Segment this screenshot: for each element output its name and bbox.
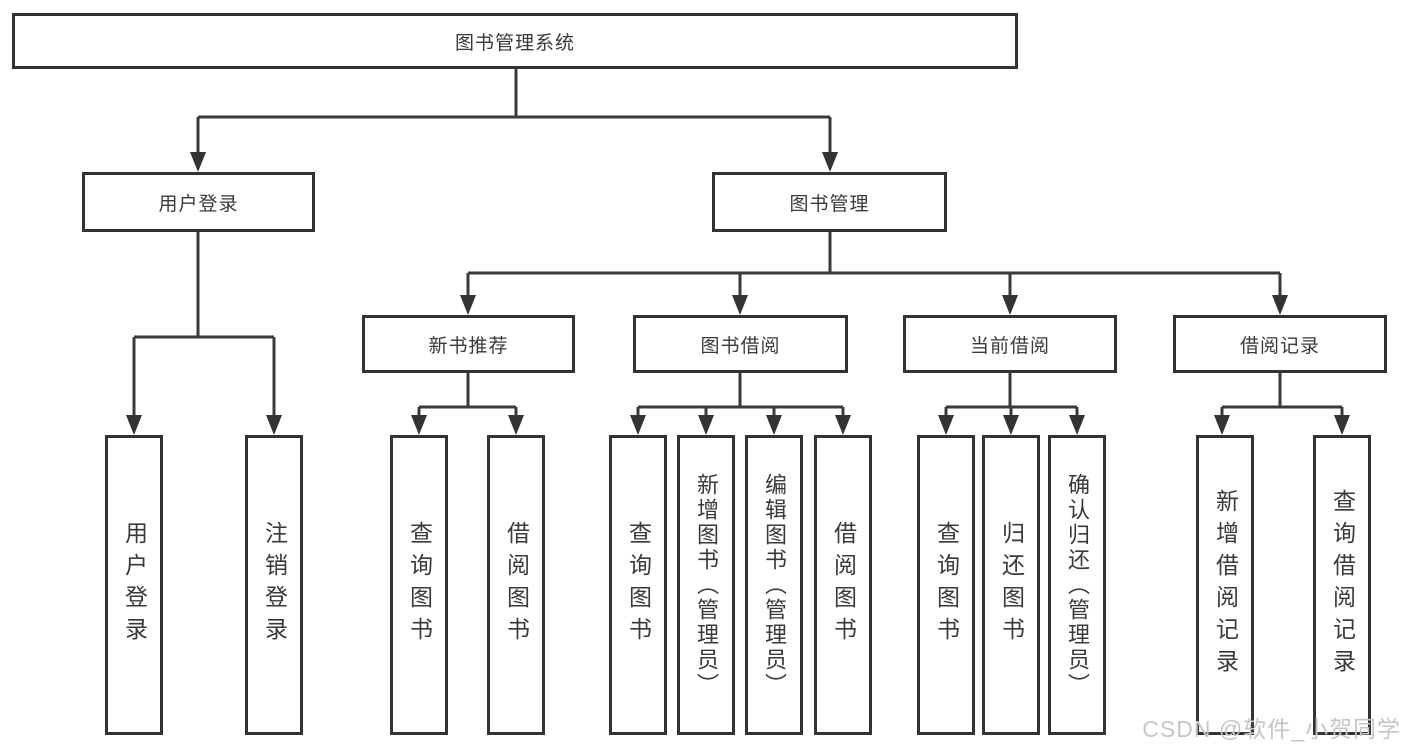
node-leaf-add-books-admin: 新增图书（管理员） <box>677 435 735 735</box>
node-leaf-query-books-current: 查询图书 <box>917 435 975 735</box>
node-leaf-logout: 注销登录 <box>245 435 303 735</box>
node-leaf-label: 归还图书 <box>998 521 1025 649</box>
watermark: CSDN @软件_小贺同学 <box>1142 716 1401 742</box>
node-leaf-label: 借阅图书 <box>830 521 857 649</box>
node-borrowing-records-label: 借阅记录 <box>1239 335 1320 357</box>
node-book-borrowing-label: 图书借阅 <box>700 335 781 357</box>
tree-edges <box>132 68 1344 417</box>
arrowhead-icon <box>1002 295 1018 315</box>
node-leaf-query-books-recommend: 查询图书 <box>390 435 448 735</box>
arrowhead-icon <box>411 415 427 435</box>
arrowhead-icon <box>766 415 782 435</box>
node-root: 图书管理系统 <box>12 13 1018 69</box>
node-leaf-label: 借阅图书 <box>503 521 530 649</box>
arrowhead-icon <box>822 152 838 172</box>
arrowhead-icon <box>835 415 851 435</box>
node-new-book-recommend: 新书推荐 <box>362 315 575 373</box>
node-book-management-label: 图书管理 <box>789 193 870 215</box>
arrowhead-icon <box>1003 415 1019 435</box>
arrowhead-icon <box>508 415 524 435</box>
arrowhead-icon <box>698 415 714 435</box>
arrowhead-icon <box>460 295 476 315</box>
node-current-borrowing: 当前借阅 <box>903 315 1117 373</box>
arrowhead-icon <box>1272 295 1288 315</box>
arrowhead-icon <box>1214 415 1230 435</box>
node-leaf-label: 用户登录 <box>121 521 148 649</box>
node-current-borrowing-label: 当前借阅 <box>969 335 1050 357</box>
node-leaf-label: 新增借阅记录 <box>1212 489 1239 681</box>
arrowhead-icon <box>266 415 282 435</box>
node-leaf-label: 查询图书 <box>933 521 960 649</box>
node-leaf-edit-books-admin: 编辑图书（管理员） <box>745 435 803 735</box>
node-leaf-borrow-books-recommend: 借阅图书 <box>487 435 545 735</box>
node-leaf-label: 查询图书 <box>625 521 652 649</box>
node-leaf-label: 查询图书 <box>406 521 433 649</box>
arrowhead-icon <box>1334 415 1350 435</box>
node-leaf-query-borrow-record: 查询借阅记录 <box>1313 435 1371 735</box>
node-book-management: 图书管理 <box>712 172 947 232</box>
arrowhead-icon <box>126 415 142 435</box>
node-leaf-label: 编辑图书（管理员） <box>762 472 787 698</box>
arrowhead-icon <box>732 295 748 315</box>
arrowhead-icon <box>630 415 646 435</box>
node-leaf-query-books-borrowing: 查询图书 <box>609 435 667 735</box>
node-user-login-label: 用户登录 <box>158 193 239 215</box>
node-leaf-confirm-return-admin: 确认归还（管理员） <box>1048 435 1106 735</box>
node-new-book-recommend-label: 新书推荐 <box>428 335 509 357</box>
node-leaf-label: 查询借阅记录 <box>1329 489 1356 681</box>
node-root-label: 图书管理系统 <box>454 32 575 54</box>
node-leaf-borrow-books-borrowing: 借阅图书 <box>814 435 872 735</box>
node-leaf-label: 确认归还（管理员） <box>1065 472 1090 698</box>
node-borrowing-records: 借阅记录 <box>1173 315 1387 373</box>
node-leaf-return-books: 归还图书 <box>982 435 1040 735</box>
arrowhead-icon <box>190 152 206 172</box>
node-book-borrowing: 图书借阅 <box>633 315 848 373</box>
arrowheads <box>126 152 1350 435</box>
arrowhead-icon <box>1069 415 1085 435</box>
node-leaf-label: 新增图书（管理员） <box>694 472 719 698</box>
node-leaf-label: 注销登录 <box>261 521 288 649</box>
node-leaf-add-borrow-record: 新增借阅记录 <box>1196 435 1254 735</box>
node-user-login: 用户登录 <box>82 172 315 232</box>
arrowhead-icon <box>938 415 954 435</box>
node-leaf-user-login: 用户登录 <box>105 435 163 735</box>
